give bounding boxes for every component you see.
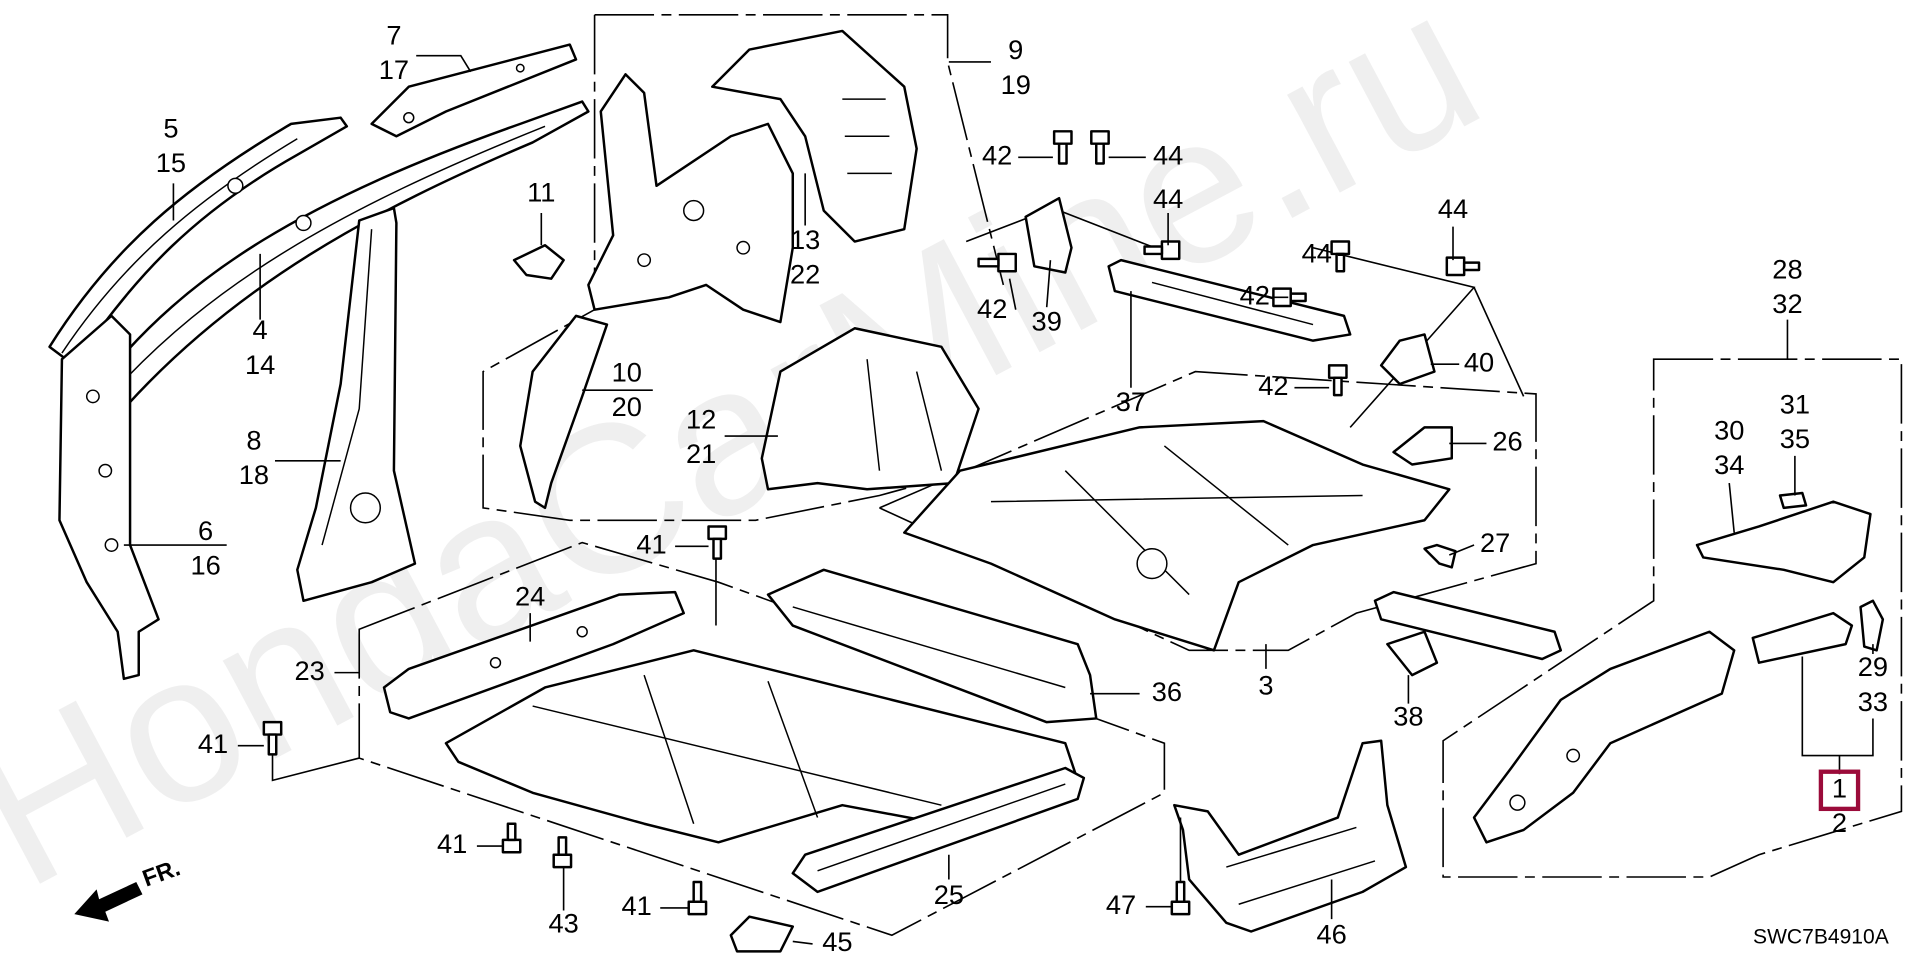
callout-41[interactable]: 41 [198,728,228,759]
callout-17[interactable]: 17 [379,54,409,85]
callout-22[interactable]: 22 [790,258,820,289]
callout-44[interactable]: 44 [1153,183,1183,214]
callout-39[interactable]: 39 [1032,306,1062,337]
callout-3[interactable]: 3 [1258,670,1273,701]
part-frame-1[interactable] [1472,630,1736,844]
part-sill-24[interactable] [382,590,686,720]
callout-16[interactable]: 16 [190,550,220,581]
callout-21[interactable]: 21 [686,438,716,469]
part-rear-floor-3[interactable] [903,419,1451,652]
callout-1[interactable]: 1 [1832,772,1847,803]
callout-43[interactable]: 43 [548,908,578,939]
callout-24[interactable]: 24 [515,580,545,611]
part-wheelhouse-12[interactable] [760,327,980,491]
front-arrow-icon [74,881,143,922]
callout-15[interactable]: 15 [156,147,186,178]
callout-42[interactable]: 42 [982,140,1012,171]
callout-19[interactable]: 19 [1001,69,1031,100]
part-roof-rail-4[interactable] [97,100,590,411]
callout-12[interactable]: 12 [686,403,716,434]
callout-4[interactable]: 4 [253,314,268,345]
callout-18[interactable]: 18 [239,459,269,490]
part-bracket-40[interactable] [1379,333,1436,386]
callout-6[interactable]: 6 [198,515,213,546]
callout-26[interactable]: 26 [1492,426,1522,457]
callout-13[interactable]: 13 [790,224,820,255]
part-pillar-6[interactable] [58,314,160,681]
part-sill-25[interactable] [791,766,1086,894]
bolt-icon [262,130,1481,916]
part-bracket-27[interactable] [1423,543,1457,569]
part-extension-10[interactable] [519,314,609,510]
highlight-box [1818,769,1861,812]
callout-42[interactable]: 42 [1240,279,1270,310]
callout-35[interactable]: 35 [1780,423,1810,454]
part-front-floor[interactable] [444,649,1079,844]
callout-47[interactable]: 47 [1106,889,1136,920]
callout-20[interactable]: 20 [612,391,642,422]
callout-23[interactable]: 23 [295,655,325,686]
callout-2[interactable]: 2 [1832,807,1847,838]
part-pillar-8[interactable] [296,206,417,603]
callout-7[interactable]: 7 [386,19,401,50]
part-bracket-31[interactable] [1778,491,1808,510]
callout-38[interactable]: 38 [1393,701,1423,732]
diagram-code: SWC7B4910A [1753,925,1889,948]
callout-30[interactable]: 30 [1714,415,1744,446]
part-crossmember-36[interactable] [766,568,1098,724]
part-crossmember-38[interactable] [1373,590,1563,677]
part-bracket-39[interactable] [1024,196,1073,274]
group-outline-upper-rear [482,14,1016,522]
part-extension-30[interactable] [1695,500,1872,584]
callout-34[interactable]: 34 [1714,449,1744,480]
callout-8[interactable]: 8 [246,424,261,455]
group-outline-front-floor [358,541,1166,937]
callout-41[interactable]: 41 [622,890,652,921]
group-outline-rear-floor [879,370,1537,652]
callout-44[interactable]: 44 [1438,193,1468,224]
callout-31[interactable]: 31 [1780,388,1810,419]
callout-42[interactable]: 42 [977,293,1007,324]
callout-25[interactable]: 25 [934,879,964,910]
callout-42[interactable]: 42 [1258,370,1288,401]
callout-40[interactable]: 40 [1464,346,1494,377]
part-extension-29[interactable] [1751,599,1885,664]
callout-33[interactable]: 33 [1858,686,1888,717]
part-wheelhouse-13[interactable] [711,29,918,243]
callout-32[interactable]: 32 [1772,288,1802,319]
part-bracket-11[interactable] [512,244,565,280]
callout-14[interactable]: 14 [245,349,275,380]
callout-41[interactable]: 41 [636,528,666,559]
callout-27[interactable]: 27 [1480,527,1510,558]
group-outline-frame [1442,358,1903,878]
callout-10[interactable]: 10 [612,356,642,387]
callout-5[interactable]: 5 [163,112,178,143]
part-bracket-45[interactable] [729,915,795,953]
part-rail-7[interactable] [370,43,578,138]
callout-11[interactable]: 11 [527,177,555,208]
part-crossmember-37[interactable] [1107,258,1352,342]
callout-46[interactable]: 46 [1316,919,1346,950]
part-inner-panel-9[interactable] [587,73,795,324]
callout-45[interactable]: 45 [822,926,852,957]
callout-9[interactable]: 9 [1008,34,1023,65]
callout-29[interactable]: 29 [1858,651,1888,682]
part-bracket-26[interactable] [1392,426,1454,466]
callout-44[interactable]: 44 [1153,140,1183,171]
callout-36[interactable]: 36 [1152,676,1182,707]
callout-41[interactable]: 41 [437,828,467,859]
part-roof-rail-5[interactable] [48,116,349,367]
callout-28[interactable]: 28 [1772,253,1802,284]
callout-44[interactable]: 44 [1302,237,1332,268]
callout-37[interactable]: 37 [1116,386,1146,417]
leader-lines [123,54,1874,945]
part-frame-46[interactable] [1173,739,1408,933]
